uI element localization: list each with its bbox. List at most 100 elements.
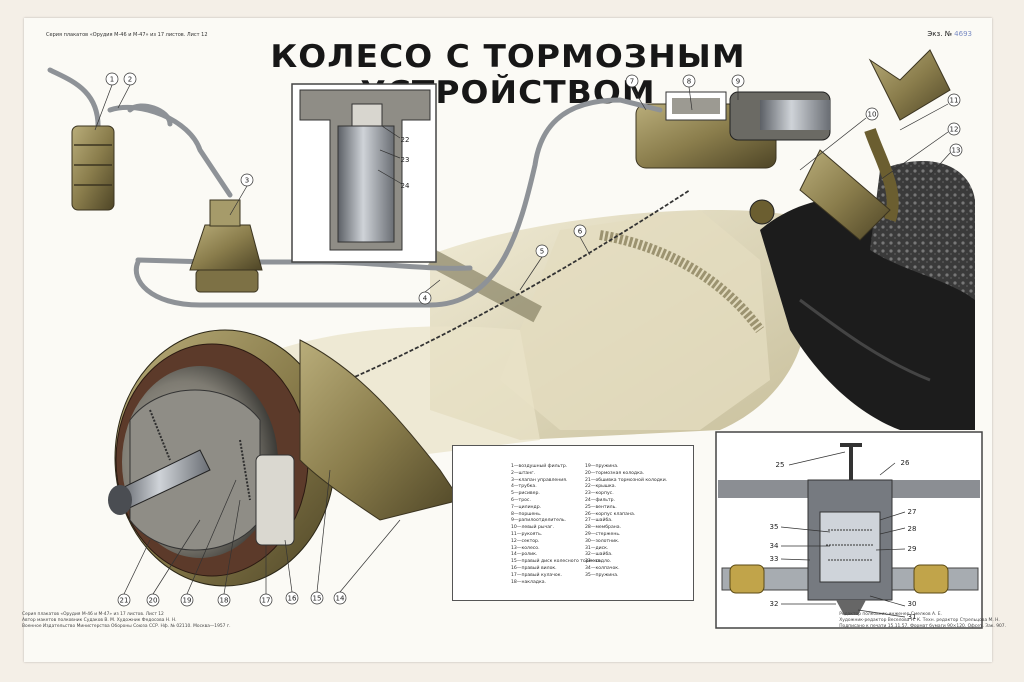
legend-item: 11—рукоять. xyxy=(511,531,543,537)
brake-arm xyxy=(299,339,461,521)
brake-cylinder-assembly xyxy=(635,49,951,241)
legend-box: 1—воздушный фильтр.2—штанг.3—клапан упра… xyxy=(452,445,694,601)
legend-item: 16—правый вилок. xyxy=(511,565,557,571)
control-valve xyxy=(189,199,263,293)
callout-15: 15 xyxy=(313,595,322,603)
callout-1: 1 xyxy=(110,76,114,84)
legend-item: 23—корпус. xyxy=(585,491,614,497)
callout-13: 13 xyxy=(952,147,961,155)
legend-item: 22—крышка. xyxy=(585,484,617,490)
callout-28: 28 xyxy=(908,525,917,533)
legend-item: 29—стержень. xyxy=(585,531,621,537)
callout-32: 32 xyxy=(770,600,779,608)
legend-item: 30—золотник. xyxy=(585,538,620,544)
copy-number: 4693 xyxy=(954,30,972,38)
return-springs xyxy=(149,409,251,501)
legend-item: 4—трубка. xyxy=(511,484,537,490)
copy-number-label: Экз. № 4693 xyxy=(927,30,972,38)
legend-item: 27—шайба. xyxy=(585,518,613,524)
footer-line: Автор макетов полковник Судаков В. М. Ху… xyxy=(22,618,177,623)
legend-item: 5—рисивер. xyxy=(511,491,540,497)
callout-21: 21 xyxy=(120,597,129,605)
gear-sector-teeth xyxy=(599,230,765,333)
callout-9: 9 xyxy=(736,78,740,86)
footer-line: Военное Издательство Министерства Оборон… xyxy=(22,624,231,629)
callout-18: 18 xyxy=(220,597,229,605)
legend-item: 25—вентиль. xyxy=(585,504,617,510)
callout-16: 16 xyxy=(288,595,297,603)
callout-30: 30 xyxy=(908,600,917,608)
callout-20: 20 xyxy=(149,597,158,605)
legend-item: 26—корпус клапана. xyxy=(585,511,636,517)
callout-8: 8 xyxy=(687,78,691,86)
callout-7: 7 xyxy=(630,78,634,86)
callout-numbers: 1 2 3 4 5 6 7 8 9 10 11 12 13 14 15 16 1… xyxy=(110,76,961,622)
callout-6: 6 xyxy=(578,228,583,236)
legend-column-1: 1—воздушный фильтр.2—штанг.3—клапан упра… xyxy=(511,464,602,586)
legend-item: 14—ролик. xyxy=(511,552,538,558)
legend-item: 3—клапан управления. xyxy=(511,477,568,483)
legend-item: 20—тормозная колодка. xyxy=(585,470,645,476)
legend-item: 13—колесо. xyxy=(511,545,540,551)
callout-33: 33 xyxy=(770,555,779,563)
legend-item: 9—рапилоотделитель. xyxy=(511,518,566,524)
callout-2: 2 xyxy=(128,76,132,84)
callout-10: 10 xyxy=(868,111,877,119)
legend-item: 1—воздушный фильтр. xyxy=(511,464,568,469)
inset-filter-section xyxy=(291,83,437,263)
series-caption: Серия плакатов «Орудия М-46 и М-47» из 1… xyxy=(46,32,208,38)
legend-item: 12—сектор. xyxy=(511,538,540,544)
callout-11: 11 xyxy=(950,97,959,105)
callout-25: 25 xyxy=(776,461,785,469)
legend-item: 6—трос. xyxy=(511,497,531,503)
footer-line: Серия плакатов «Орудия М-46 и М-47» из 1… xyxy=(22,612,164,617)
footer-line: Редактор полковник-инженер Смелков А. Е. xyxy=(839,612,942,617)
callout-4: 4 xyxy=(423,295,428,303)
legend-item: 35—пружина. xyxy=(585,572,619,578)
legend-column-2: 19—пружина.20—тормозная колодка.21—обшив… xyxy=(585,464,667,580)
brake-drum-assembly xyxy=(108,329,461,587)
callout-26: 26 xyxy=(901,459,910,467)
callout-3: 3 xyxy=(245,177,249,185)
callout-19: 19 xyxy=(183,597,192,605)
legend-item: 33—седло. xyxy=(585,559,612,565)
legend-item: 21—обшивка тормозной колодки. xyxy=(585,477,668,483)
callout-22: 22 xyxy=(401,136,410,144)
legend-item: 24—фильтр. xyxy=(585,497,616,503)
carriage-body-ghost xyxy=(230,209,807,470)
callout-5: 5 xyxy=(540,248,544,256)
callout-31: 31 xyxy=(908,613,917,621)
legend-item: 28—мембрана. xyxy=(585,525,622,531)
legend-item: 34—колпачок. xyxy=(585,565,620,571)
handle-lever xyxy=(868,49,951,121)
inset-valve-section xyxy=(715,431,983,629)
legend-item: 8—поршень. xyxy=(511,511,542,517)
footer-line: Подписано к печати 15.11.57. Формат бума… xyxy=(839,624,1006,629)
legend-item: 17—правый кулачок. xyxy=(511,572,562,578)
footer-imprint-left: Серия плакатов «Орудия М-46 и М-47» из 1… xyxy=(22,612,231,630)
callout-23: 23 xyxy=(401,156,410,164)
legend-item: 18—накладка. xyxy=(511,579,547,585)
legend-item: 15—правый диск колесного тормоза. xyxy=(511,559,602,565)
callout-14: 14 xyxy=(336,595,345,603)
callout-12: 12 xyxy=(950,126,959,134)
callout-17: 17 xyxy=(262,597,271,605)
callout-markers xyxy=(94,72,963,618)
callout-34: 34 xyxy=(770,542,779,550)
poster-title: КОЛЕСО С ТОРМОЗНЫМ УСТРОЙСТВОМ xyxy=(270,39,746,111)
copy-label: Экз. № xyxy=(927,30,952,38)
footer-imprint-right: Редактор полковник-инженер Смелков А. Е.… xyxy=(839,612,1006,630)
callout-29: 29 xyxy=(908,545,917,553)
legend-item: 19—пружина. xyxy=(585,464,619,469)
legend-item: 2—штанг. xyxy=(511,470,536,476)
callout-24: 24 xyxy=(401,182,410,190)
callout-35: 35 xyxy=(770,523,779,531)
legend-item: 32—шайба. xyxy=(585,552,613,558)
legend-item: 31—диск. xyxy=(585,545,609,551)
callout-27: 27 xyxy=(908,508,917,516)
legend-item: 10—левый рычаг. xyxy=(511,525,554,531)
air-filter xyxy=(71,125,115,211)
legend-item: 7—цилиндр. xyxy=(511,504,542,510)
